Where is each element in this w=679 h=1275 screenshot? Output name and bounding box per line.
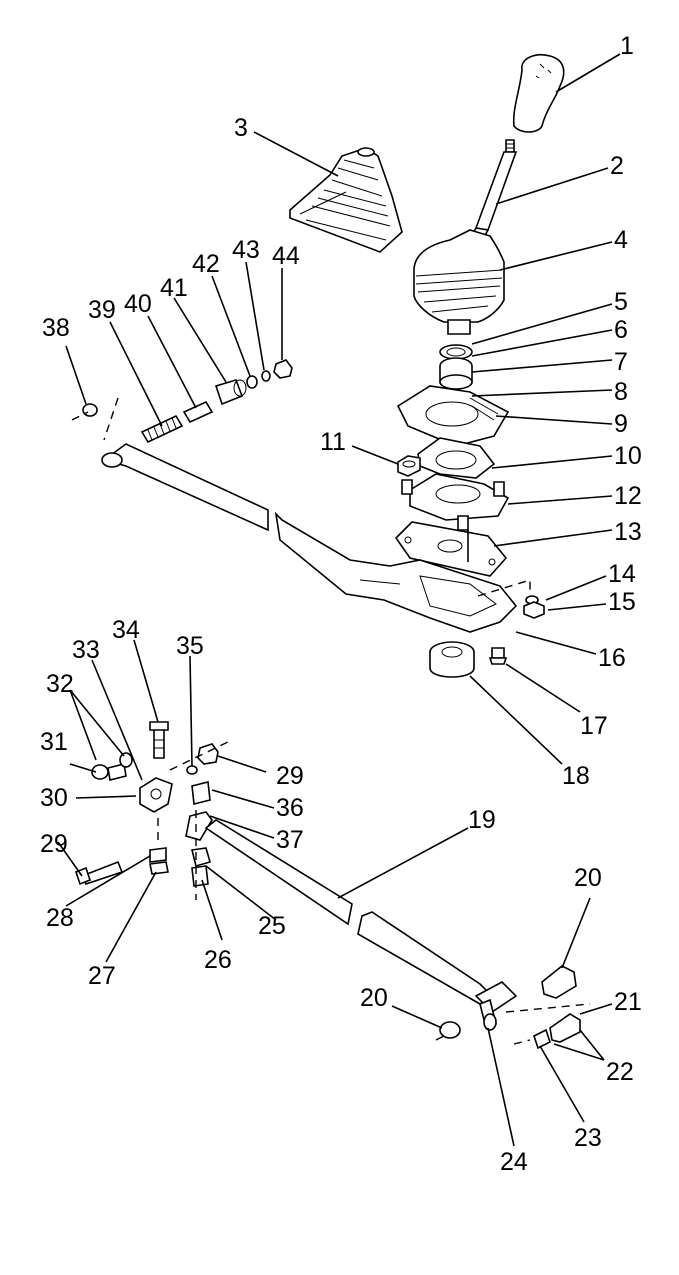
callout-33: 33 bbox=[72, 636, 100, 664]
callout-5: 5 bbox=[614, 288, 628, 316]
callout-13: 13 bbox=[614, 518, 642, 546]
lower-hardware bbox=[429, 579, 545, 678]
callout-3: 3 bbox=[234, 114, 248, 142]
gasket bbox=[417, 437, 496, 479]
washer-38 bbox=[71, 397, 119, 441]
callout-17: 17 bbox=[580, 712, 608, 740]
upper-control-rod bbox=[101, 443, 518, 633]
callout-29-right: 29 bbox=[276, 762, 304, 790]
callout-23: 23 bbox=[574, 1124, 602, 1152]
callout-34: 34 bbox=[112, 616, 140, 644]
callout-21: 21 bbox=[614, 988, 642, 1016]
callout-20-lower: 20 bbox=[360, 984, 388, 1012]
callout-12: 12 bbox=[614, 482, 642, 510]
callout-19: 19 bbox=[468, 806, 496, 834]
callout-25: 25 bbox=[258, 912, 286, 940]
callout-11: 11 bbox=[320, 428, 346, 456]
callout-35: 35 bbox=[176, 632, 204, 660]
callout-22: 22 bbox=[606, 1058, 634, 1086]
callout-37: 37 bbox=[276, 826, 304, 854]
callout-8: 8 bbox=[614, 378, 628, 406]
callout-43: 43 bbox=[232, 236, 260, 264]
callout-29-left: 29 bbox=[40, 830, 68, 858]
spring-assembly bbox=[140, 359, 293, 444]
callout-4: 4 bbox=[614, 226, 628, 254]
callout-2: 2 bbox=[610, 152, 624, 180]
callout-28: 28 bbox=[46, 904, 74, 932]
callout-32: 32 bbox=[46, 670, 74, 698]
callout-18: 18 bbox=[562, 762, 590, 790]
callout-24: 24 bbox=[500, 1148, 528, 1176]
upper-plate bbox=[396, 385, 510, 447]
callout-7: 7 bbox=[614, 348, 628, 376]
callout-labels: 1 2 3 4 5 6 7 8 9 10 11 12 13 14 15 16 1… bbox=[40, 32, 642, 1176]
callout-39: 39 bbox=[88, 296, 116, 324]
shift-boot bbox=[289, 147, 403, 253]
shifter-housing bbox=[413, 229, 505, 335]
callout-15: 15 bbox=[608, 588, 636, 616]
callout-44: 44 bbox=[272, 242, 300, 270]
callout-42: 42 bbox=[192, 250, 220, 278]
callout-38: 38 bbox=[42, 314, 70, 342]
callout-1: 1 bbox=[620, 32, 634, 60]
callout-10: 10 bbox=[614, 442, 642, 470]
callout-40: 40 bbox=[124, 290, 152, 318]
callout-31: 31 bbox=[40, 728, 68, 756]
callout-20-upper: 20 bbox=[574, 864, 602, 892]
leader-lines bbox=[57, 53, 621, 1147]
callout-6: 6 bbox=[614, 316, 628, 344]
nut-11 bbox=[397, 455, 421, 477]
callout-41: 41 bbox=[160, 274, 188, 302]
callout-36: 36 bbox=[276, 794, 304, 822]
shift-knob bbox=[512, 54, 565, 133]
callout-14: 14 bbox=[608, 560, 636, 588]
lower-linkage bbox=[75, 721, 233, 900]
lower-control-rod bbox=[204, 819, 518, 1030]
callout-27: 27 bbox=[88, 962, 116, 990]
shifter-base bbox=[401, 473, 510, 531]
lower-rod-hardware bbox=[435, 965, 591, 1050]
callout-30: 30 bbox=[40, 784, 68, 812]
mounting-plate bbox=[394, 521, 508, 577]
callout-9: 9 bbox=[614, 410, 628, 438]
callout-26: 26 bbox=[204, 946, 232, 974]
callout-16: 16 bbox=[598, 644, 626, 672]
